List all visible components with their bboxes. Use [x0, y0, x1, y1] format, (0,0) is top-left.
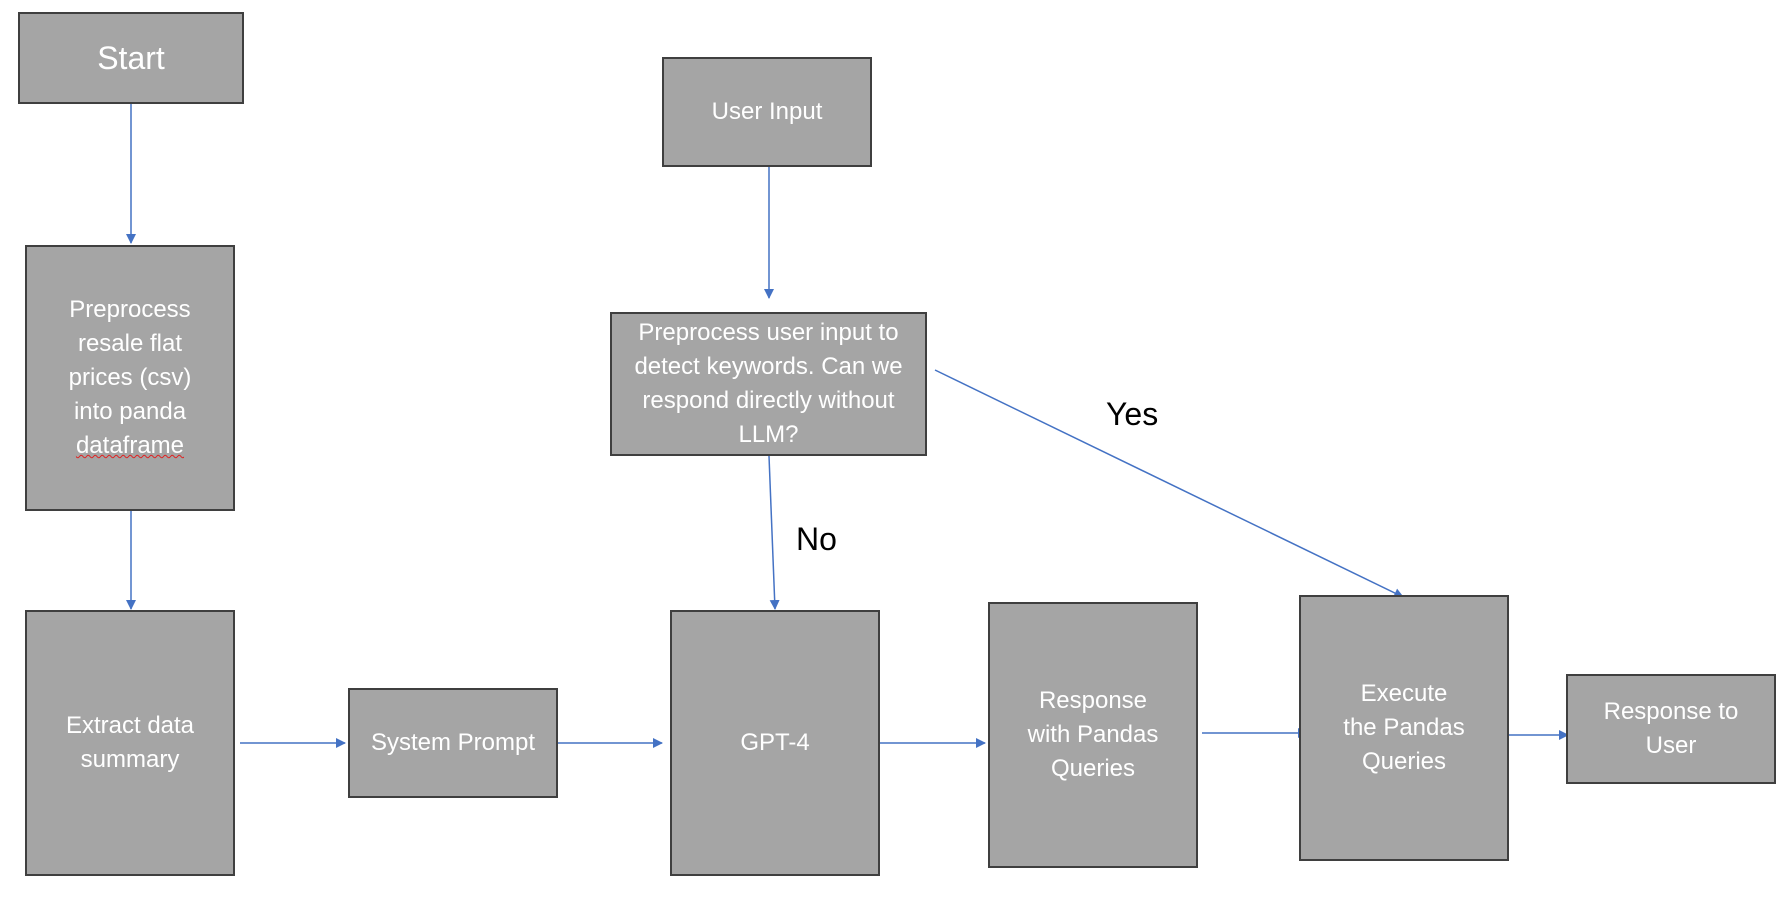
edge-label-no: No: [796, 521, 837, 557]
preprocess-user-node: Preprocess user input to detect keywords…: [610, 312, 927, 456]
response-queries-label: Response with Pandas Queries: [1027, 687, 1159, 782]
preprocess-csv-line-4: into panda: [73, 398, 187, 425]
user-input-node: User Input: [662, 57, 872, 167]
arrow-preprocess-user-to-execute-yes: [934, 369, 1404, 598]
user-input-label: User Input: [711, 98, 823, 125]
preprocess-csv-text: Preprocess resale flat prices (csv) into…: [69, 293, 192, 463]
system-prompt-node: System Prompt: [348, 688, 558, 798]
gpt4-node: GPT-4: [670, 610, 880, 876]
arrow-preprocess-user-to-gpt4-no: [768, 455, 780, 610]
preprocess-user-label: Preprocess user input to detect keywords…: [634, 319, 903, 448]
spellcheck-underline-dataframe: dataframe: [75, 432, 185, 459]
response-queries-node: Response with Pandas Queries: [988, 602, 1198, 868]
start-node-label: Start: [97, 40, 165, 76]
execute-queries-label: Execute the Pandas Queries: [1343, 680, 1465, 775]
preprocess-csv-line-5: dataframe: [69, 429, 192, 463]
execute-queries-node: Execute the Pandas Queries: [1299, 595, 1509, 861]
edge-label-yes: Yes: [1106, 396, 1159, 432]
preprocess-csv-line-3: prices (csv): [68, 364, 192, 391]
gpt4-label: GPT-4: [740, 729, 810, 756]
response-user-label: Response to User: [1603, 698, 1739, 759]
preprocess-csv-node: Preprocess resale flat prices (csv) into…: [25, 245, 235, 511]
system-prompt-label: System Prompt: [370, 729, 536, 756]
preprocess-csv-line-1: Preprocess: [69, 296, 191, 323]
response-user-node: Response to User: [1566, 674, 1776, 784]
extract-summary-label: Extract data summary: [65, 712, 195, 773]
extract-summary-node: Extract data summary: [25, 610, 235, 876]
start-node: Start: [18, 12, 244, 104]
preprocess-csv-line-2: resale flat: [77, 330, 183, 357]
